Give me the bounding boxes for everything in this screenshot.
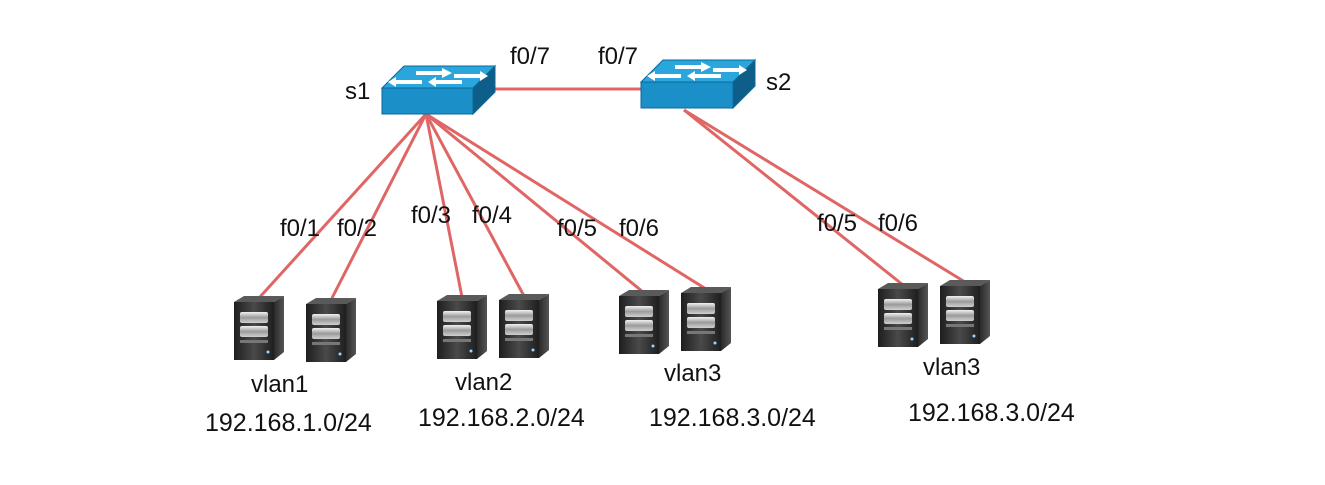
server-icon[interactable] xyxy=(306,298,356,362)
vlan-group-4: vlan3 192.168.3.0/24 xyxy=(908,354,1075,427)
switch-s1-label: s1 xyxy=(345,78,370,105)
link-s1-f0-6 xyxy=(425,112,707,291)
port-label: f0/5 xyxy=(557,215,597,242)
port-label: f0/4 xyxy=(472,202,512,229)
port-label: f0/2 xyxy=(337,215,377,242)
switch-icon xyxy=(639,58,757,110)
subnet-label: 192.168.1.0/24 xyxy=(205,409,372,437)
vlan-group-2: vlan2 192.168.2.0/24 xyxy=(418,369,585,432)
link-s1-f0-5 xyxy=(425,112,644,294)
hosts-layer xyxy=(234,280,990,362)
subnet-label: 192.168.3.0/24 xyxy=(908,399,1075,427)
port-labels-layer: f0/1 f0/2 f0/3 f0/4 f0/5 f0/6 f0/5 f0/6 xyxy=(280,202,918,242)
port-label: f0/3 xyxy=(411,202,451,229)
link-s2-f0-6 xyxy=(683,108,966,284)
subnet-label: 192.168.2.0/24 xyxy=(418,404,585,432)
switch-s2-label: s2 xyxy=(766,69,791,96)
server-icon[interactable] xyxy=(940,280,990,344)
link-s1-f0-1 xyxy=(257,112,428,300)
link-s1-f0-4 xyxy=(424,113,526,297)
link-s1-f0-3 xyxy=(424,113,464,298)
server-icon[interactable] xyxy=(878,283,928,347)
server-icon[interactable] xyxy=(681,287,731,351)
vlan-label: vlan3 xyxy=(923,354,980,381)
server-icon[interactable] xyxy=(234,296,284,360)
port-label: f0/1 xyxy=(280,215,320,242)
trunk-port-label-s2: f0/7 xyxy=(598,43,638,70)
switch-s2[interactable] xyxy=(639,58,757,110)
vlan-label: vlan1 xyxy=(251,371,308,398)
link-s1-f0-2 xyxy=(329,113,428,301)
subnet-label: 192.168.3.0/24 xyxy=(649,404,816,432)
vlan-group-1: vlan1 192.168.1.0/24 xyxy=(205,371,372,437)
links-layer xyxy=(257,108,966,301)
port-label: f0/6 xyxy=(878,210,918,237)
switch-s1[interactable] xyxy=(380,64,497,116)
port-label: f0/6 xyxy=(619,215,659,242)
server-icon[interactable] xyxy=(499,294,549,358)
vlan-label: vlan2 xyxy=(455,369,512,396)
vlan-group-3: vlan3 192.168.3.0/24 xyxy=(649,360,816,432)
link-s2-f0-5 xyxy=(683,108,904,287)
server-icon[interactable] xyxy=(619,290,669,354)
switch-icon xyxy=(380,64,497,116)
trunk-port-label-s1: f0/7 xyxy=(510,43,550,70)
vlan-label: vlan3 xyxy=(664,360,721,387)
port-label: f0/5 xyxy=(817,210,857,237)
server-icon[interactable] xyxy=(437,295,487,359)
